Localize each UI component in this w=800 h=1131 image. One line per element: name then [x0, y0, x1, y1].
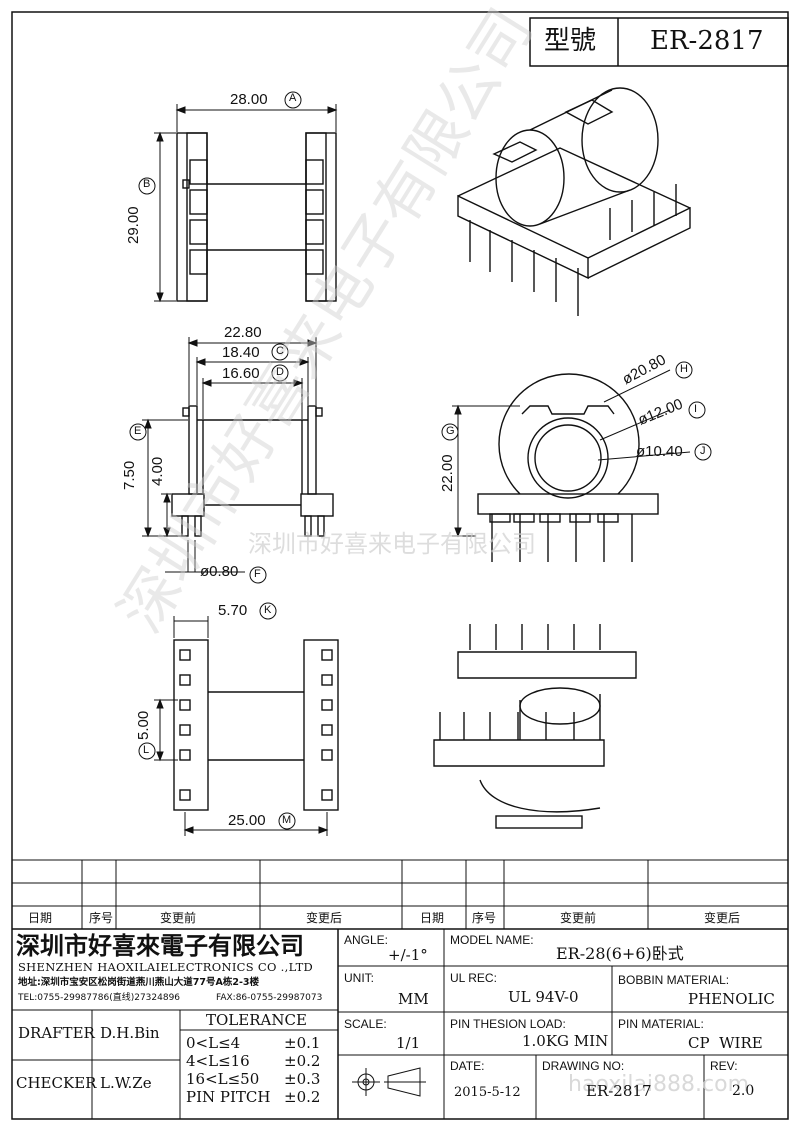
pin-material-label: PIN MATERIAL: — [618, 1017, 704, 1031]
checker-value: L.W.Ze — [100, 1074, 152, 1092]
rev-header-seq-1: 序号 — [89, 911, 114, 925]
rev-header-date-1: 日期 — [28, 911, 53, 925]
dim-l-value: 5.00 — [135, 710, 152, 740]
dim-g-value: 22.00 — [439, 454, 456, 492]
tolerance-title: TOLERANCE — [206, 1011, 307, 1029]
unit-label: UNIT: — [344, 971, 374, 985]
angle-label: ANGLE: — [344, 933, 389, 947]
date-label: DATE: — [450, 1059, 485, 1073]
rev-value: 2.0 — [732, 1083, 755, 1099]
scale-label: SCALE: — [344, 1017, 387, 1031]
model-name-label: MODEL NAME: — [450, 933, 534, 947]
dim-b-value: 29.00 — [125, 206, 142, 244]
unit-value: MM — [398, 990, 429, 1008]
watermark-horizontal: 深圳市好喜来电子有限公司 — [248, 530, 536, 558]
company-tel: TEL:0755-29987786(直线)27324896 — [18, 993, 181, 1003]
ul-label: UL REC: — [450, 971, 497, 985]
dim-k-tag: K — [264, 604, 272, 616]
bottom-view-dimensions — [138, 602, 329, 836]
date-value: 2015-5-12 — [454, 1085, 521, 1100]
pin-material-value: CP WIRE — [688, 1034, 763, 1052]
rev-header-before-1: 变更前 — [160, 911, 197, 925]
rev-header-after-1: 变更后 — [306, 911, 343, 925]
dim-e2-value: 4.00 — [149, 456, 166, 486]
dim-f-value: ø0.80 — [200, 563, 239, 580]
dim-b-tag: B — [143, 178, 151, 190]
company-name-cn: 深圳市好喜來電子有限公司 — [16, 931, 304, 960]
top-view-dimensions — [138, 91, 338, 303]
drafter-value: D.H.Bin — [100, 1024, 160, 1042]
rev-header-before-2: 变更前 — [560, 911, 597, 925]
isometric-view-top — [457, 87, 691, 316]
watermark-website: haoxilai888.com — [568, 1072, 750, 1097]
tolerance-value-4: ±0.2 — [284, 1088, 321, 1106]
bottom-view — [173, 639, 339, 811]
rev-header-seq-2: 序号 — [472, 911, 497, 925]
dim-i-tag: I — [694, 403, 698, 415]
company-fax: FAX:86-0755-29987073 — [216, 993, 323, 1003]
drawing-frame — [11, 11, 789, 1120]
tolerance-range-2: 4<L≤16 — [186, 1052, 250, 1070]
side-view-dimensions — [441, 361, 712, 538]
scale-value: 1/1 — [396, 1034, 421, 1052]
company-name-en: SHENZHEN HAOXILAIELECTRONICS CO .,LTD — [18, 960, 314, 974]
dim-c-tag: C — [276, 345, 284, 357]
pin-tension-label: PIN THESION LOAD: — [450, 1017, 566, 1031]
title-block — [12, 929, 788, 1119]
rev-header-date-2: 日期 — [420, 911, 445, 925]
dim-l-tag: L — [143, 744, 150, 756]
isometric-view-bottom — [433, 624, 637, 829]
top-view — [176, 132, 337, 302]
tolerance-value-2: ±0.2 — [284, 1052, 321, 1070]
model-value: ER-2817 — [650, 26, 764, 56]
dim-h-tag: H — [680, 363, 688, 375]
rev-header-after-2: 变更后 — [704, 911, 741, 925]
dim-d-tag: D — [276, 366, 284, 378]
bobbin-material-value: PHENOLIC — [688, 990, 775, 1008]
dim-e-value: 7.50 — [121, 460, 138, 490]
dim-j-tag: J — [700, 445, 706, 457]
dim-f-tag: F — [254, 568, 261, 580]
checker-label: CHECKER — [16, 1074, 97, 1092]
model-label: 型號 — [544, 26, 597, 56]
dim-a-value: 28.00 — [230, 91, 268, 108]
front-view-dimensions — [129, 337, 318, 584]
tolerance-value-1: ±0.1 — [284, 1034, 321, 1052]
tolerance-range-3: 16<L≤50 — [186, 1070, 260, 1088]
tolerance-value-3: ±0.3 — [284, 1070, 321, 1088]
dim-m-value: 25.00 — [228, 812, 266, 829]
company-address: 地址:深圳市宝安区松岗街道燕川燕山大道77号A栋2-3楼 — [18, 977, 260, 988]
angle-value: +/-1° — [388, 946, 428, 964]
dim-a-tag: A — [289, 92, 297, 104]
tolerance-range-1: 0<L≤4 — [186, 1034, 241, 1052]
dim-c-value: 18.40 — [222, 344, 260, 361]
pin-tension-value: 1.0KG MIN — [522, 1032, 609, 1050]
drafter-label: DRAFTER — [18, 1024, 95, 1042]
projection-symbol — [352, 1067, 426, 1097]
dim-e-tag: E — [134, 425, 142, 437]
model-box — [529, 17, 789, 67]
drawing-no-label: DRAWING NO: — [542, 1059, 625, 1073]
dim-j-value: ø10.40 — [636, 443, 683, 460]
dim-g-tag: G — [446, 425, 455, 437]
dim-k-value: 5.70 — [218, 602, 248, 619]
side-view — [477, 373, 659, 562]
bobbin-material-label: BOBBIN MATERIAL: — [618, 973, 730, 987]
model-name-value: ER-28(6+6)卧式 — [556, 944, 684, 963]
front-view — [171, 405, 334, 537]
drawing-no-value: ER-2817 — [586, 1082, 652, 1100]
ul-value: UL 94V-0 — [508, 988, 579, 1006]
dim-overall-value: 22.80 — [224, 324, 262, 341]
revision-table — [12, 859, 788, 930]
dim-m-tag: M — [282, 814, 292, 826]
dim-d-value: 16.60 — [222, 365, 260, 382]
tolerance-range-4: PIN PITCH — [186, 1088, 271, 1106]
rev-label: REV: — [710, 1059, 738, 1073]
